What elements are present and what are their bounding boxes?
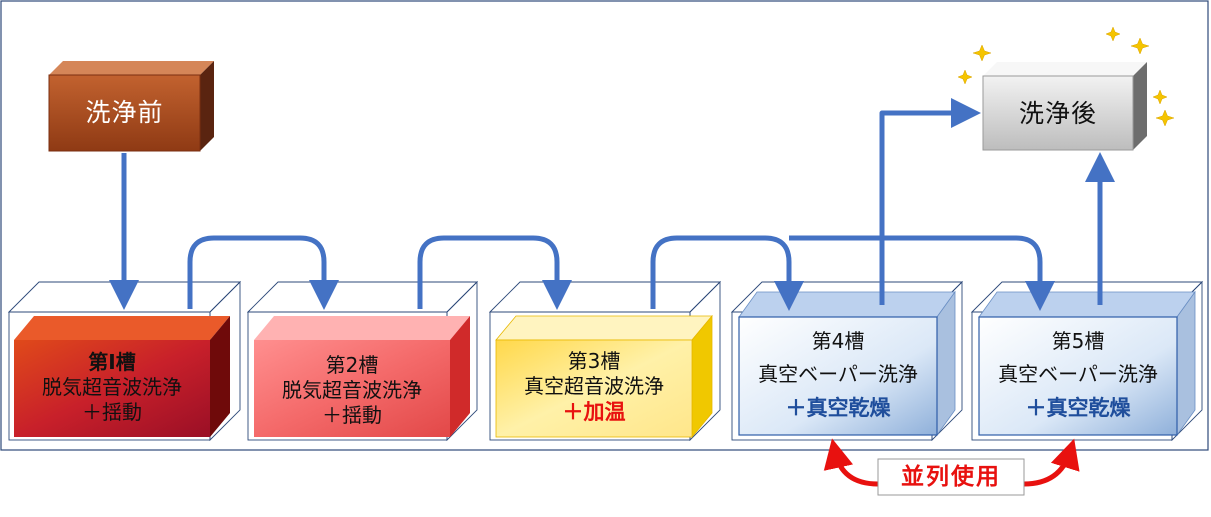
tank-2-line2: ＋揺動 <box>322 403 382 427</box>
tank-1-title: 第Ⅰ槽 <box>88 350 136 374</box>
tank-4-line2: ＋真空乾燥 <box>785 396 891 420</box>
sparkle-icon <box>1152 89 1168 105</box>
tank-3-line2: ＋加温 <box>562 400 626 424</box>
tank-1-graphic <box>7 280 242 442</box>
parallel-label-box <box>877 458 1025 496</box>
tank-3-title: 第3槽 <box>567 349 621 373</box>
tank-2-title: 第2槽 <box>325 353 379 377</box>
sparkle-icons <box>957 26 1175 127</box>
before-box <box>48 61 214 152</box>
tank-3: 第3槽 真空超音波洗浄 ＋加温 <box>496 349 692 425</box>
tank-5: 第5槽 真空ベーパー洗浄 ＋真空乾燥 <box>979 325 1177 426</box>
tank-5-graphic <box>970 280 1204 442</box>
tank-2-line1: 脱気超音波洗浄 <box>282 378 422 402</box>
arrow-tank1-to-tank2 <box>187 235 339 310</box>
tank-4: 第4槽 真空ベーパー洗浄 ＋真空乾燥 <box>739 325 937 426</box>
flow-arrows <box>109 98 1115 311</box>
arrow-tank4-to-after <box>879 98 981 305</box>
sparkle-icon <box>972 44 992 62</box>
tank-1-line1: 脱気超音波洗浄 <box>42 375 182 399</box>
after-label: 洗浄後 <box>1018 99 1097 128</box>
parallel-arrow-left <box>823 438 879 487</box>
sparkle-icon <box>1105 26 1121 42</box>
tank-1: 第Ⅰ槽 脱気超音波洗浄 ＋揺動 <box>14 350 210 425</box>
tank-5-line2: ＋真空乾燥 <box>1025 396 1131 420</box>
tank-2-graphic <box>246 280 479 442</box>
tank-1-line2: ＋揺動 <box>82 400 142 424</box>
arrow-tank2-to-tank3 <box>417 235 572 310</box>
sparkle-icon <box>957 69 973 85</box>
tank-3-graphic <box>488 280 722 442</box>
tank-4-line1: 真空ベーパー洗浄 <box>758 362 918 386</box>
after-box <box>982 62 1147 151</box>
tank-2: 第2槽 脱気超音波洗浄 ＋揺動 <box>254 353 450 428</box>
tank-3-line1: 真空超音波洗浄 <box>524 374 664 398</box>
tank-5-title: 第5槽 <box>1051 329 1105 353</box>
tank-4-title: 第4槽 <box>811 329 865 353</box>
arrow-tank3-to-tank5 <box>789 235 1055 311</box>
arrow-tank3-to-tank4 <box>650 235 804 311</box>
tank-5-line1: 真空ベーパー洗浄 <box>998 362 1158 386</box>
before-label: 洗浄前 <box>85 98 164 127</box>
parallel-arrows <box>823 438 1080 487</box>
outer-frame <box>0 0 1209 451</box>
sparkle-icon <box>1130 37 1150 55</box>
parallel-arrow-right <box>1023 438 1080 487</box>
sparkle-icon <box>1155 109 1175 127</box>
parallel-use-label: 並列使用 <box>901 464 1001 490</box>
